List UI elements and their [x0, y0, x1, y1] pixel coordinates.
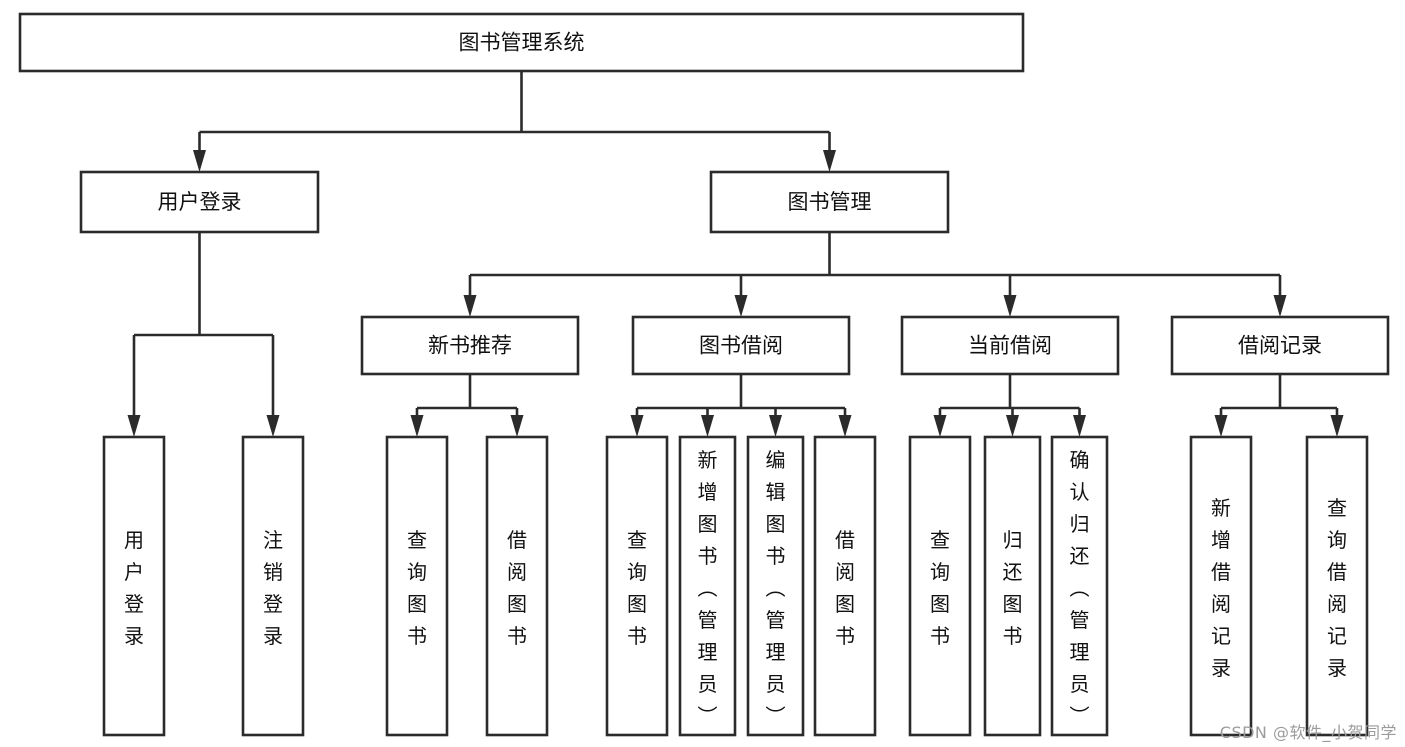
arrow-head-icon — [1006, 415, 1019, 437]
node-box — [678, 435, 737, 737]
node-current-borrow[interactable]: 当前借阅 — [900, 315, 1120, 376]
arrow-head-icon — [1330, 415, 1344, 437]
node-box — [1305, 435, 1369, 737]
arrow-head-icon — [734, 295, 748, 317]
node-box — [485, 435, 549, 737]
connector-layer — [127, 71, 1344, 437]
node-box — [102, 435, 166, 737]
arrow-head-icon — [769, 415, 782, 437]
node-label: 新增图书︵管理员︶ — [698, 448, 718, 728]
node-label: 确认归还︵管理员︶ — [1070, 448, 1090, 728]
node-leaf-borrow-book-1[interactable]: 借阅图书 — [485, 435, 549, 737]
node-box — [605, 435, 669, 737]
node-box — [631, 315, 851, 376]
arrow-head-icon — [823, 150, 836, 172]
node-label: 借阅图书 — [835, 528, 855, 648]
node-box — [385, 435, 449, 737]
arrow-head-icon — [266, 415, 280, 437]
arrow-head-icon — [127, 415, 141, 437]
node-box — [241, 435, 305, 737]
node-label: 查询借阅记录 — [1327, 496, 1347, 680]
node-leaf-query-book-2[interactable]: 查询图书 — [605, 435, 669, 737]
node-layer: 图书管理系统用户登录图书管理新书推荐图书借阅当前借阅借阅记录用户登录注销登录查询… — [18, 12, 1390, 737]
arrow-head-icon — [410, 415, 424, 437]
node-box — [18, 12, 1025, 73]
node-leaf-query-book-3[interactable]: 查询图书 — [908, 435, 972, 737]
node-box — [746, 435, 805, 737]
node-box — [709, 170, 950, 234]
node-new-book-rec[interactable]: 新书推荐 — [360, 315, 580, 376]
arrow-head-icon — [463, 295, 477, 317]
arrow-head-icon — [933, 415, 947, 437]
node-leaf-query-book-1[interactable]: 查询图书 — [385, 435, 449, 737]
node-label: 图书管理 — [788, 190, 872, 214]
node-box — [1050, 435, 1109, 737]
arrow-head-icon — [1214, 415, 1228, 437]
arrow-head-icon — [193, 150, 206, 172]
node-book-manage[interactable]: 图书管理 — [709, 170, 950, 234]
node-label: 查询图书 — [627, 528, 647, 648]
node-label: 查询图书 — [407, 528, 427, 648]
node-label: 用户登录 — [124, 528, 144, 648]
node-leaf-user-login[interactable]: 用户登录 — [102, 435, 166, 737]
node-label: 借阅图书 — [507, 528, 527, 648]
node-box — [900, 315, 1120, 376]
node-box — [908, 435, 972, 737]
node-box — [1189, 435, 1253, 737]
node-label: 编辑图书︵管理员︶ — [766, 448, 786, 728]
arrow-head-icon — [701, 415, 714, 437]
node-box — [983, 435, 1042, 737]
node-label: 图书借阅 — [699, 334, 783, 358]
node-box — [1170, 315, 1390, 376]
arrow-head-icon — [1273, 295, 1287, 317]
arrow-head-icon — [630, 415, 644, 437]
node-label: 归还图书 — [1003, 528, 1023, 648]
node-root[interactable]: 图书管理系统 — [18, 12, 1025, 73]
node-leaf-query-record[interactable]: 查询借阅记录 — [1305, 435, 1369, 737]
node-label: 用户登录 — [158, 190, 242, 214]
node-label: 当前借阅 — [968, 334, 1052, 358]
node-label: 新书推荐 — [428, 334, 512, 358]
node-leaf-edit-book[interactable]: 编辑图书︵管理员︶ — [746, 435, 805, 737]
arrow-head-icon — [1073, 415, 1086, 437]
node-user-login[interactable]: 用户登录 — [79, 170, 320, 234]
node-leaf-logout[interactable]: 注销登录 — [241, 435, 305, 737]
arrow-head-icon — [510, 415, 524, 437]
node-box — [79, 170, 320, 234]
arrow-head-icon — [1003, 295, 1017, 317]
watermark-label: CSDN @软件_小贺同学 — [1219, 723, 1397, 742]
node-borrow-record[interactable]: 借阅记录 — [1170, 315, 1390, 376]
node-leaf-add-book[interactable]: 新增图书︵管理员︶ — [678, 435, 737, 737]
node-box — [813, 435, 877, 737]
node-label: 借阅记录 — [1238, 334, 1322, 358]
arrow-head-icon — [838, 415, 852, 437]
node-label: 新增借阅记录 — [1211, 496, 1231, 680]
node-book-borrow[interactable]: 图书借阅 — [631, 315, 851, 376]
node-box — [360, 315, 580, 376]
node-leaf-return-book[interactable]: 归还图书 — [983, 435, 1042, 737]
node-leaf-borrow-book-2[interactable]: 借阅图书 — [813, 435, 877, 737]
node-leaf-confirm-return[interactable]: 确认归还︵管理员︶ — [1050, 435, 1109, 737]
node-label: 查询图书 — [930, 528, 950, 648]
node-label: 注销登录 — [263, 528, 283, 648]
node-leaf-add-record[interactable]: 新增借阅记录 — [1189, 435, 1253, 737]
node-label: 图书管理系统 — [459, 31, 585, 55]
